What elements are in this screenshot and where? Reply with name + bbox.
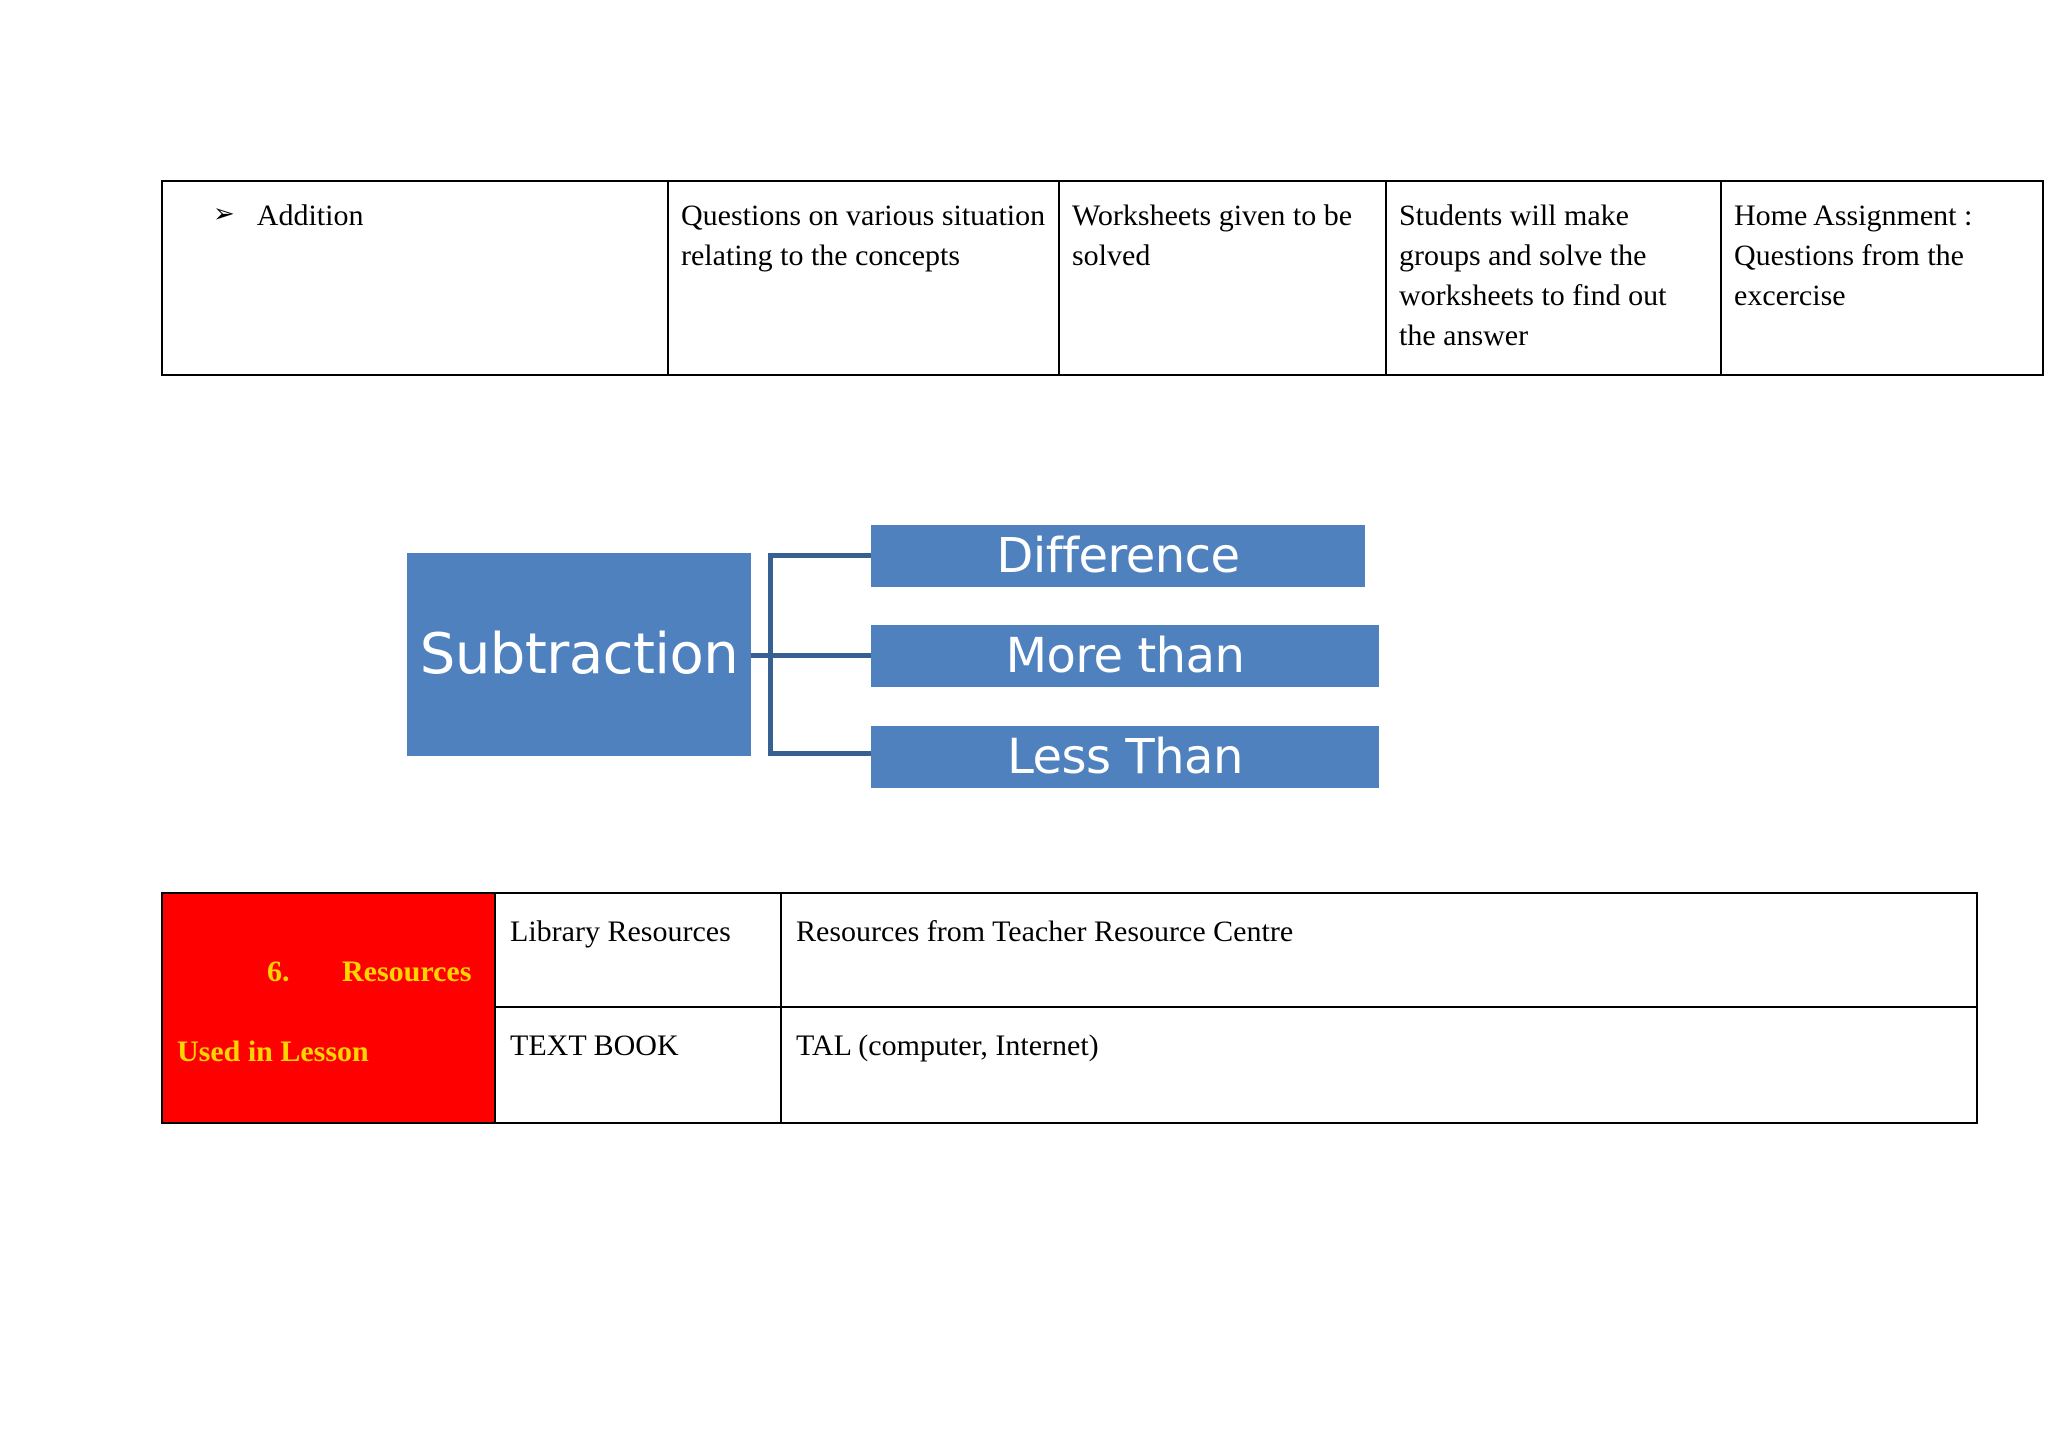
connector-arm-top — [768, 553, 874, 558]
table-row: 6. Resources Used in Lesson Library Reso… — [161, 892, 1978, 1124]
resource-type-textbook: TEXT BOOK — [494, 1006, 782, 1124]
cell-worksheets: Worksheets given to be solved — [1058, 180, 1387, 376]
connector-arm-bottom — [768, 751, 874, 756]
resource-value-textbook: TAL (computer, Internet) — [780, 1006, 1978, 1124]
diagram-node-more-than[interactable]: More than — [871, 625, 1379, 687]
resource-type-library: Library Resources — [494, 892, 782, 1008]
section-header-resources: 6. Resources Used in Lesson — [161, 892, 496, 1124]
diagram-node-subtraction[interactable]: Subtraction — [407, 553, 751, 756]
cell-assignment: Home Assignment : Questions from the exc… — [1720, 180, 2044, 376]
table-row: TEXT BOOK TAL (computer, Internet) — [162, 1006, 1978, 1124]
diagram-node-less-than[interactable]: Less Than — [871, 726, 1379, 788]
lesson-activity-table: ➢ Addition Questions on various situatio… — [161, 180, 2044, 376]
section-label-line-2: Used in Lesson — [177, 1034, 369, 1068]
cell-topic: ➢ Addition — [161, 180, 669, 376]
section-number: 6. — [267, 954, 290, 988]
resource-value-library: Resources from Teacher Resource Centre — [780, 892, 1978, 1008]
cell-activity: Students will make groups and solve the … — [1385, 180, 1722, 376]
connector-stub — [751, 653, 773, 658]
table-row: ➢ Addition Questions on various situatio… — [161, 180, 2044, 376]
resources-table: 6. Resources Used in Lesson Library Reso… — [161, 892, 1978, 1124]
diagram-node-difference[interactable]: Difference — [871, 525, 1365, 587]
topic-label: Addition — [256, 199, 364, 232]
arrow-bullet-icon: ➢ — [213, 199, 235, 229]
section-label: Resources — [342, 954, 472, 988]
connector-arm-middle — [768, 653, 874, 658]
cell-questions: Questions on various situation relating … — [667, 180, 1060, 376]
